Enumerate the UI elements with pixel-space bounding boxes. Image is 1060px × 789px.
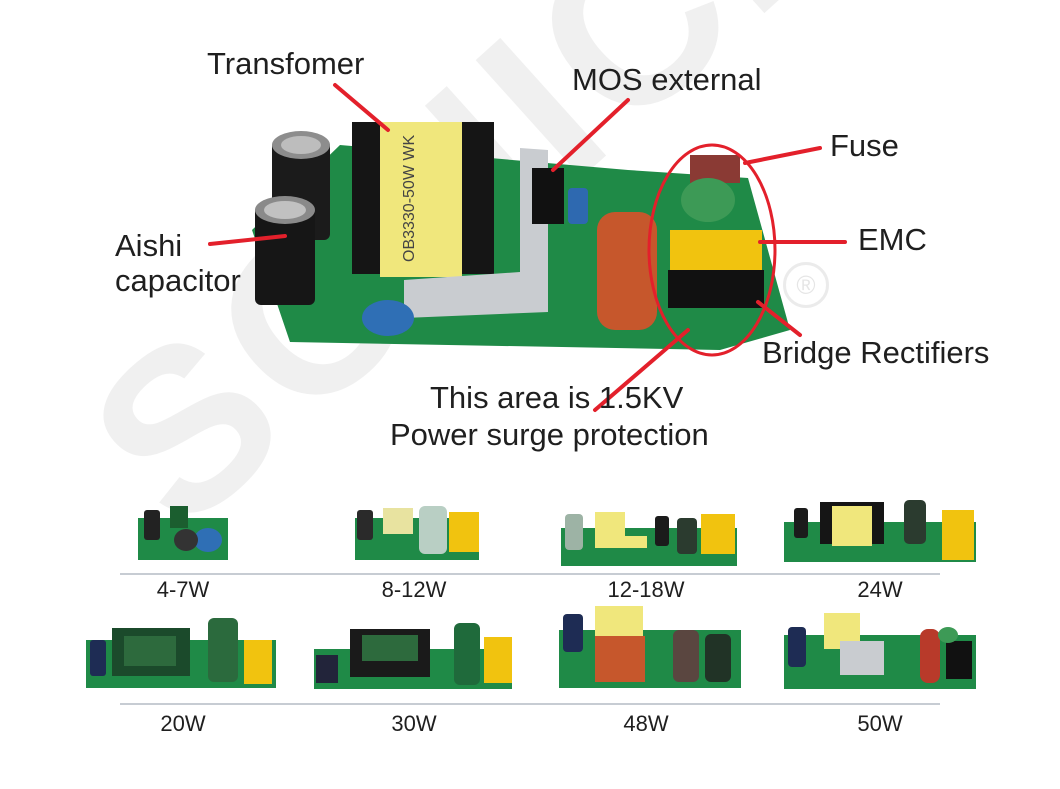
main-board-illustration: OB3330-50W WK	[208, 83, 847, 412]
fuse-label: Fuse	[830, 128, 899, 163]
small-capacitor	[568, 188, 588, 224]
product-thumb-50w	[784, 613, 976, 689]
mos-callout-line	[551, 98, 630, 172]
product-label-30w: 30W	[391, 711, 437, 736]
product-thumb-30w	[314, 623, 512, 689]
fuse-callout-line	[743, 146, 822, 165]
product-label-20w: 20W	[160, 711, 206, 736]
aishi-capacitor-bottom	[255, 196, 315, 305]
blue-capacitor	[362, 300, 414, 336]
registered-mark: ®	[783, 262, 829, 308]
heatsink	[404, 148, 548, 318]
product-label-50w: 50W	[857, 711, 903, 736]
product-thumb-12-18w	[561, 512, 737, 566]
protection-label-line1: This area is 1.5KV	[430, 380, 684, 415]
emc-label: EMC	[858, 222, 927, 257]
product-thumb-24w	[784, 500, 976, 562]
product-thumb-4-7w	[138, 506, 228, 560]
emc-component	[670, 230, 762, 272]
transformer-label: Transfomer	[207, 46, 365, 81]
transformer-marking: OB3330-50W WK	[401, 135, 418, 262]
product-label-8-12w: 8-12W	[381, 577, 447, 602]
product-thumb-48w	[559, 606, 741, 688]
product-thumb-20w	[86, 618, 276, 688]
protection-callout-line	[593, 328, 690, 412]
bridge-rectifiers-label: Bridge Rectifiers	[762, 335, 990, 370]
mos-external-label: MOS external	[572, 62, 762, 97]
capacitor-label-line2: capacitor	[115, 263, 241, 298]
product-label-4-7w: 4-7W	[156, 577, 210, 602]
capacitor-label-line1: Aishi	[115, 228, 183, 263]
capacitor-callout-line	[208, 234, 287, 246]
bridge-callout-line	[756, 300, 802, 337]
varistor	[681, 178, 735, 222]
film-capacitor	[597, 212, 657, 330]
product-label-12-18w: 12-18W	[607, 577, 685, 602]
product-label-24w: 24W	[857, 577, 903, 602]
protection-label-line2: Power surge protection	[390, 417, 709, 452]
protection-area-outline	[647, 143, 777, 357]
row2-divider	[120, 703, 940, 705]
transformer-callout-line	[333, 83, 390, 132]
transformer-component: OB3330-50W WK	[352, 122, 494, 277]
product-thumb-8-12w	[355, 506, 479, 560]
row1-divider	[120, 573, 940, 575]
bridge-rectifier-component	[668, 270, 764, 308]
mos-component	[532, 168, 564, 224]
fuse-component	[690, 155, 740, 183]
product-label-48w: 48W	[623, 711, 669, 736]
